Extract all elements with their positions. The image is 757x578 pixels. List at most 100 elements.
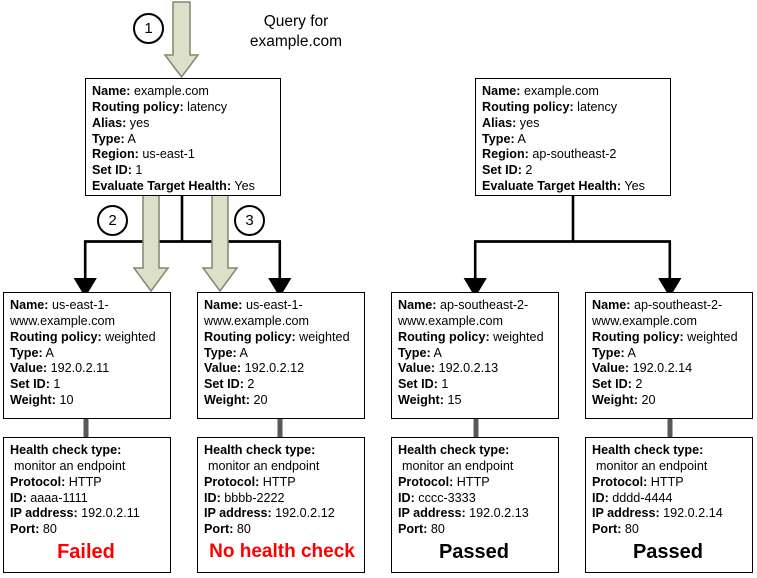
record-line: Set ID: 2 — [592, 377, 752, 393]
record-value: weighted — [105, 329, 156, 344]
record-key: Weight: — [592, 393, 638, 408]
record-key: Value: — [204, 361, 242, 376]
record-key: Evaluate Target Health: — [92, 179, 232, 194]
health-check-line: IP address: 192.0.2.13 — [398, 506, 558, 522]
record-line: Evaluate Target Health: Yes — [92, 179, 280, 195]
record-line: Type: A — [398, 346, 558, 362]
record-key: Alias: — [482, 115, 517, 130]
health-check-key: ID: — [10, 490, 27, 505]
health-check-value: 80 — [42, 522, 57, 537]
record-line: Name: us-east-1- — [10, 298, 170, 314]
record-line: Type: A — [592, 346, 752, 362]
health-check-box-4: Health check type: monitor an endpoint P… — [585, 437, 753, 573]
weighted-record-box-2: Name: us-east-1- www.example.com Routing… — [197, 292, 365, 419]
record-key: Set ID: — [10, 377, 50, 392]
health-check-box-1: Health check type: monitor an endpoint P… — [3, 437, 171, 573]
record-line: Set ID: 1 — [10, 377, 170, 393]
record-key: Evaluate Target Health: — [482, 179, 622, 194]
record-value: 2 — [635, 377, 643, 392]
record-value: 1 — [135, 163, 143, 178]
record-value: us-east-1 — [142, 147, 195, 162]
record-value: 2 — [525, 163, 533, 178]
record-key: Alias: — [92, 115, 127, 130]
health-check-value: HTTP — [262, 474, 296, 489]
record-line: Routing policy: latency — [92, 100, 280, 116]
record-value: 192.0.2.11 — [50, 361, 110, 376]
health-check-type-value: monitor an endpoint — [402, 458, 514, 473]
health-check-line: ID: dddd-4444 — [592, 491, 752, 507]
connector-right-group — [463, 196, 682, 298]
health-check-key: Protocol: — [10, 474, 66, 489]
health-check-type-value: monitor an endpoint — [14, 458, 126, 473]
health-check-value: dddd-4444 — [612, 490, 673, 505]
record-value: A — [433, 345, 442, 360]
record-key: Set ID: — [398, 377, 438, 392]
record-key: Name: — [592, 298, 631, 312]
health-check-box-2: Health check type: monitor an endpoint P… — [197, 437, 365, 573]
health-check-line: Protocol: HTTP — [204, 475, 364, 491]
record-value: 1 — [441, 377, 449, 392]
record-value: A — [627, 345, 636, 360]
flow-arrow-query — [163, 1, 200, 79]
record-name-continued: www.example.com — [592, 313, 697, 328]
record-value: 192.0.2.13 — [438, 361, 499, 376]
health-check-value: bbbb-2222 — [224, 490, 285, 505]
record-line: Region: us-east-1 — [92, 147, 280, 163]
health-check-line: Protocol: HTTP — [398, 475, 558, 491]
record-line: Type: A — [204, 346, 364, 362]
health-check-line: Port: 80 — [398, 522, 558, 538]
health-check-status-badge: Failed — [57, 541, 115, 564]
record-line: Weight: 10 — [10, 393, 170, 409]
weighted-record-box-1: Name: us-east-1- www.example.com Routing… — [3, 292, 171, 419]
health-check-line: Protocol: HTTP — [592, 475, 752, 491]
health-check-type-label: Health check type: — [10, 443, 122, 457]
record-key: Region: — [482, 147, 529, 162]
health-check-line: IP address: 192.0.2.12 — [204, 506, 364, 522]
record-key: Routing policy: — [92, 99, 184, 114]
record-line: Alias: yes — [482, 116, 670, 132]
health-check-key: IP address: — [398, 506, 466, 521]
health-check-value: HTTP — [456, 474, 490, 489]
record-key: Region: — [92, 147, 139, 162]
record-value: 20 — [253, 393, 268, 408]
record-line: Type: A — [92, 132, 280, 148]
record-value: ap-southeast-2- — [634, 298, 723, 312]
alias-record-box-ap-southeast-2: Name: example.com Routing policy: latenc… — [475, 78, 671, 196]
record-line: Alias: yes — [92, 116, 280, 132]
record-line: Value: 192.0.2.14 — [592, 361, 752, 377]
record-key: Type: — [592, 345, 625, 360]
record-name-continued: www.example.com — [10, 313, 115, 328]
record-value: latency — [577, 99, 618, 114]
record-value: A — [45, 345, 54, 360]
health-check-key: Protocol: — [592, 474, 648, 489]
health-check-line: ID: aaaa-1111 — [10, 491, 170, 507]
health-check-value: 192.0.2.11 — [81, 506, 140, 521]
health-check-line: IP address: 192.0.2.11 — [10, 506, 170, 522]
record-line: Routing policy: weighted — [592, 330, 752, 346]
record-key: Value: — [398, 361, 436, 376]
record-line: Weight: 20 — [592, 393, 752, 409]
record-value: yes — [519, 115, 540, 130]
record-line: Routing policy: weighted — [398, 330, 558, 346]
record-value: latency — [187, 99, 228, 114]
record-key: Set ID: — [592, 377, 632, 392]
record-name-continued: www.example.com — [204, 313, 309, 328]
record-name-continued: www.example.com — [398, 313, 503, 328]
health-check-line: Port: 80 — [592, 522, 752, 538]
record-key: Name: — [398, 298, 437, 312]
health-check-line: IP address: 192.0.2.14 — [592, 506, 752, 522]
record-key: Type: — [398, 345, 431, 360]
health-check-status-badge: Passed — [438, 541, 510, 564]
callout-number: 2 — [108, 212, 117, 229]
callout-number: 1 — [144, 20, 153, 37]
query-label: Query for example.com — [249, 13, 343, 50]
health-check-line: Protocol: HTTP — [10, 475, 170, 491]
record-line: Routing policy: latency — [482, 100, 670, 116]
health-check-value: 80 — [430, 522, 445, 537]
health-check-value: 192.0.2.14 — [663, 506, 723, 521]
health-check-value: 80 — [236, 522, 251, 537]
record-line: Weight: 20 — [204, 393, 364, 409]
health-check-value: 192.0.2.13 — [469, 506, 529, 521]
health-check-key: IP address: — [592, 506, 660, 521]
record-key: Name: — [482, 84, 521, 98]
